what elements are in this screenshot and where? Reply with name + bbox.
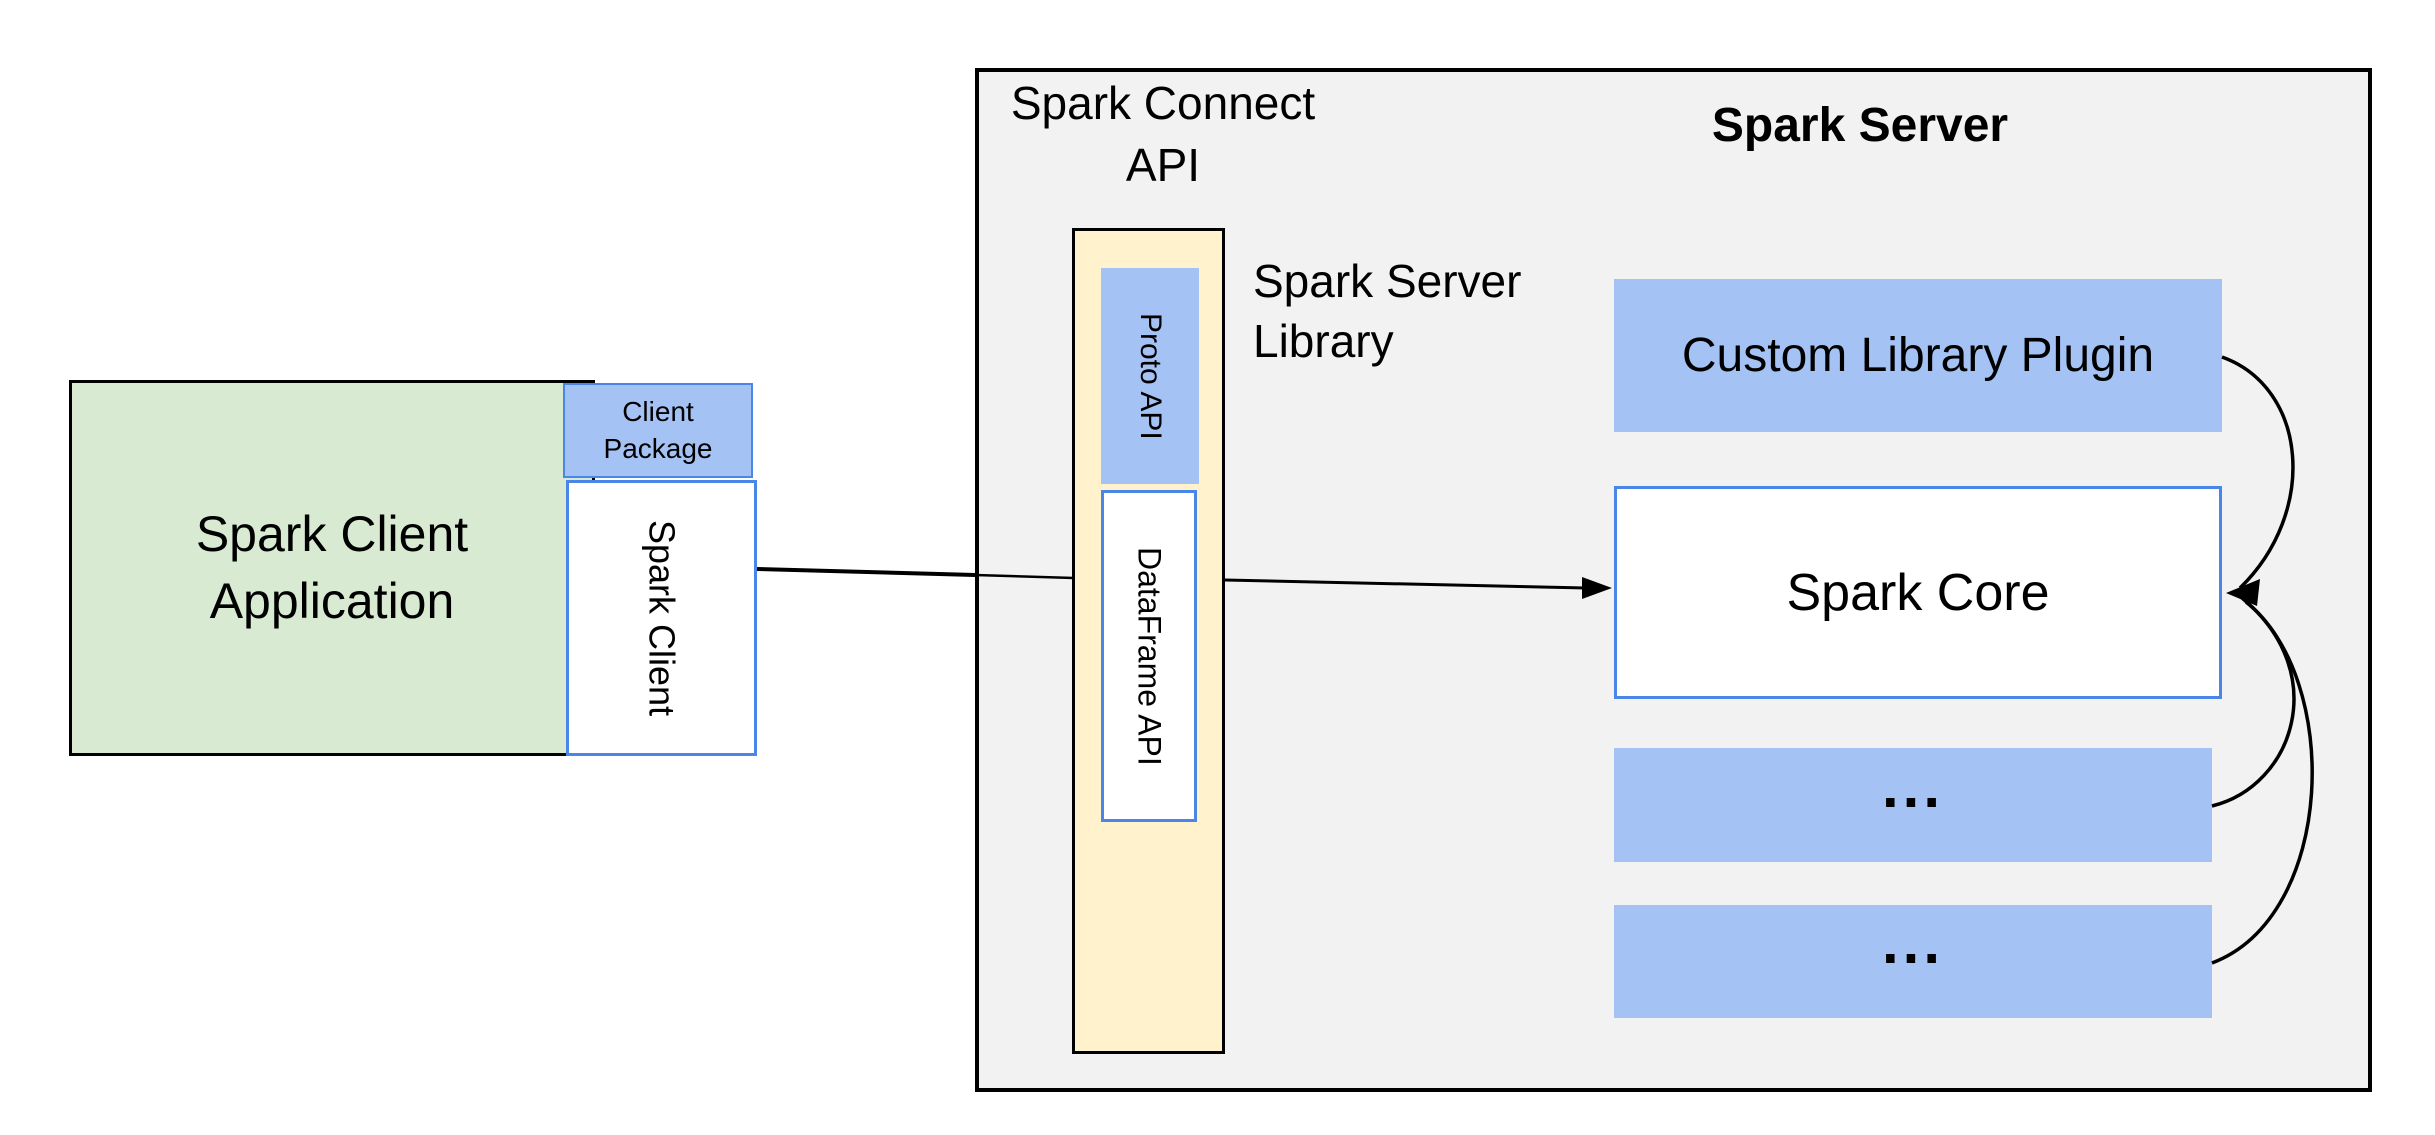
spark-client-label: Spark Client (641, 519, 683, 717)
proto-api-label: Proto API (1134, 312, 1167, 440)
dataframe-api-box: DataFrame API (1101, 490, 1197, 822)
client-package-label: Client Package (603, 396, 713, 464)
library-placeholder-box-1: ... (1614, 748, 2212, 862)
spark-server-library-label: Spark Server Library (1253, 255, 1522, 367)
spark-client-application-box: Spark Client Application (69, 380, 595, 756)
custom-library-plugin-label: Custom Library Plugin (1681, 329, 2155, 382)
client-package-box: Client Package (563, 383, 753, 478)
library-placeholder-box-2: ... (1614, 905, 2212, 1018)
connector-client-to-connect-api (756, 567, 976, 577)
spark-connect-api-title: Spark Connect API (1010, 77, 1316, 192)
spark-client-box: Spark Client (566, 480, 757, 756)
library-placeholder-label-1: ... (1881, 752, 1944, 820)
dataframe-api-label: DataFrame API (1131, 546, 1168, 766)
spark-client-application-label: Spark Client Application (195, 505, 469, 630)
proto-api-box: Proto API (1101, 268, 1199, 484)
library-placeholder-label-2: ... (1881, 908, 1944, 976)
custom-library-plugin-box: Custom Library Plugin (1614, 279, 2222, 432)
spark-core-label: Spark Core (1786, 563, 2050, 622)
spark-server-title: Spark Server (1711, 99, 2009, 152)
spark-core-box: Spark Core (1614, 486, 2222, 699)
